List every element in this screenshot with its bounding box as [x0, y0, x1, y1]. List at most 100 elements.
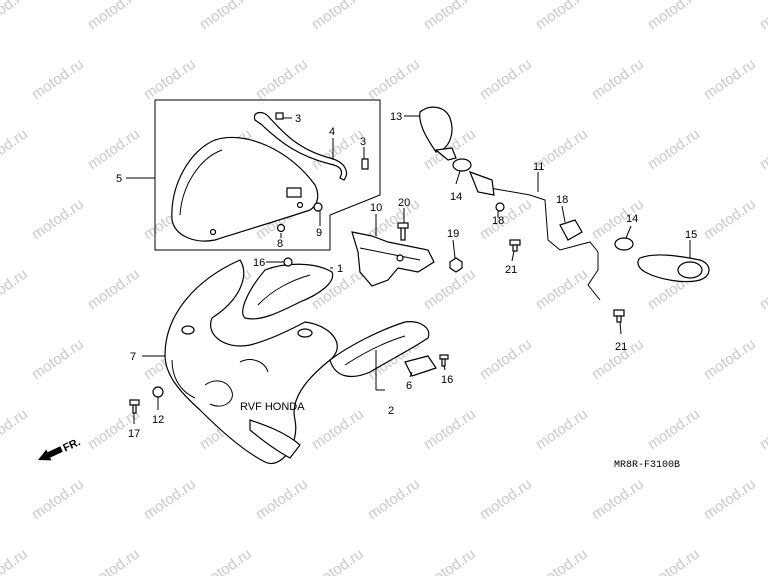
watermark-text: motod.ru: [29, 195, 87, 243]
watermark-text: motod.ru: [309, 405, 367, 453]
watermark-text: motod.ru: [141, 55, 199, 103]
left-mirror-part: [419, 106, 457, 161]
inner-panel-part: [242, 263, 334, 320]
watermark-text: motod.ru: [421, 405, 479, 453]
watermark-text: motod.ru: [645, 0, 703, 33]
watermark-text: motod.ru: [421, 545, 479, 576]
watermark-text: motod.ru: [197, 545, 255, 576]
callout-11: 11: [533, 161, 544, 173]
watermark-text: motod.ru: [0, 0, 31, 33]
callout-labels: 5 3 4 3 8 9 13 14 11 18 18 10 20 19 21 1…: [116, 111, 697, 440]
watermark-text: motod.ru: [309, 545, 367, 576]
nut-part: [449, 257, 463, 273]
screw-part-16b: [439, 354, 449, 367]
callout-3: 3: [295, 113, 301, 125]
callout-3: 3: [360, 136, 366, 148]
watermark-text: motod.ru: [29, 335, 87, 383]
watermark-text: motod.ru: [533, 265, 591, 313]
callout-1: 1: [337, 263, 343, 275]
watermark-text: motod.ru: [757, 125, 768, 173]
screw-part-16a: [283, 257, 293, 267]
watermark-text: motod.ru: [85, 125, 143, 173]
bolt-part-21a: [509, 239, 521, 252]
watermark-text: motod.ru: [757, 0, 768, 33]
bolt-part: [397, 222, 409, 241]
callout-13: 13: [390, 111, 402, 123]
windscreen-seal-part: [253, 111, 348, 181]
callout-21: 21: [615, 341, 627, 353]
callout-14: 14: [626, 213, 638, 225]
watermark-text: motod.ru: [757, 265, 768, 313]
watermark-text: motod.ru: [85, 545, 143, 576]
lower-inner-panel-part: [329, 321, 430, 378]
windscreen-inset-box: [154, 99, 381, 251]
callout-6: 6: [406, 380, 412, 392]
watermark-text: motod.ru: [85, 265, 143, 313]
watermark-text: motod.ru: [645, 545, 703, 576]
watermark-text: motod.ru: [701, 335, 759, 383]
callout-8: 8: [277, 238, 283, 250]
right-mirror-part: [637, 254, 710, 283]
callout-2: 2: [388, 405, 394, 417]
callout-21: 21: [505, 264, 517, 276]
watermark-text: motod.ru: [0, 405, 31, 453]
screw-part: [276, 223, 286, 233]
watermark-text: motod.ru: [0, 265, 31, 313]
grommet-part: [313, 202, 323, 212]
nut-part-12: [152, 386, 164, 398]
callout-16: 16: [253, 257, 265, 269]
watermark-text: motod.ru: [645, 125, 703, 173]
watermark-text: motod.ru: [421, 0, 479, 33]
watermark-text: motod.ru: [85, 0, 143, 33]
watermark-text: motod.ru: [29, 55, 87, 103]
watermark-text: motod.ru: [757, 545, 768, 576]
watermark-text: motod.ru: [477, 195, 535, 243]
drawing-code: MR8R-F3100B: [614, 460, 680, 471]
watermark-text: motod.ru: [757, 405, 768, 453]
rubber-pad-part: [404, 355, 437, 377]
front-indicator-label: FR.: [61, 436, 82, 454]
leader-lines: [126, 115, 691, 424]
callout-10: 10: [370, 202, 382, 214]
callout-9: 9: [316, 227, 322, 239]
callout-17: 17: [128, 428, 140, 440]
callout-19: 19: [447, 228, 459, 240]
watermark-text: motod.ru: [365, 55, 423, 103]
callout-7: 7: [130, 351, 136, 363]
callout-12: 12: [152, 414, 164, 426]
watermark-text: motod.ru: [589, 55, 647, 103]
watermark-text: motod.ru: [589, 475, 647, 523]
clip-part: [275, 112, 369, 170]
watermark-text: motod.ru: [365, 475, 423, 523]
callout-5: 5: [116, 173, 122, 185]
watermark-text: motod.ru: [477, 335, 535, 383]
upper-cowl-part: RVF HONDA: [164, 259, 338, 465]
watermark-text: motod.ru: [141, 475, 199, 523]
mirror-gasket-part-14b: [614, 237, 634, 251]
callout-20: 20: [398, 197, 410, 209]
watermark-text: motod.ru: [29, 475, 87, 523]
callout-16: 16: [441, 374, 453, 386]
watermark-text: motod.ru: [477, 475, 535, 523]
watermark-text: motod.ru: [197, 0, 255, 33]
watermark-text: motod.ru: [421, 265, 479, 313]
watermark-text: motod.ru: [701, 475, 759, 523]
watermark-text: motod.ru: [701, 55, 759, 103]
callout-14: 14: [450, 191, 462, 203]
windscreen-part: [171, 136, 319, 242]
watermark-text: motod.ru: [533, 0, 591, 33]
mirror-stay-part: [468, 170, 601, 301]
watermark-text: motod.ru: [0, 545, 31, 576]
watermark-text: motod.ru: [645, 405, 703, 453]
watermark-text: motod.ru: [309, 0, 367, 33]
watermark-text: motod.ru: [701, 195, 759, 243]
watermark-text: motod.ru: [477, 55, 535, 103]
callout-15: 15: [685, 229, 697, 241]
watermark-text: motod.ru: [253, 475, 311, 523]
callout-18: 18: [556, 194, 568, 206]
watermark-text: motod.ru: [253, 55, 311, 103]
front-arrow-icon: FR.: [38, 436, 82, 461]
watermark-text: motod.ru: [0, 125, 31, 173]
